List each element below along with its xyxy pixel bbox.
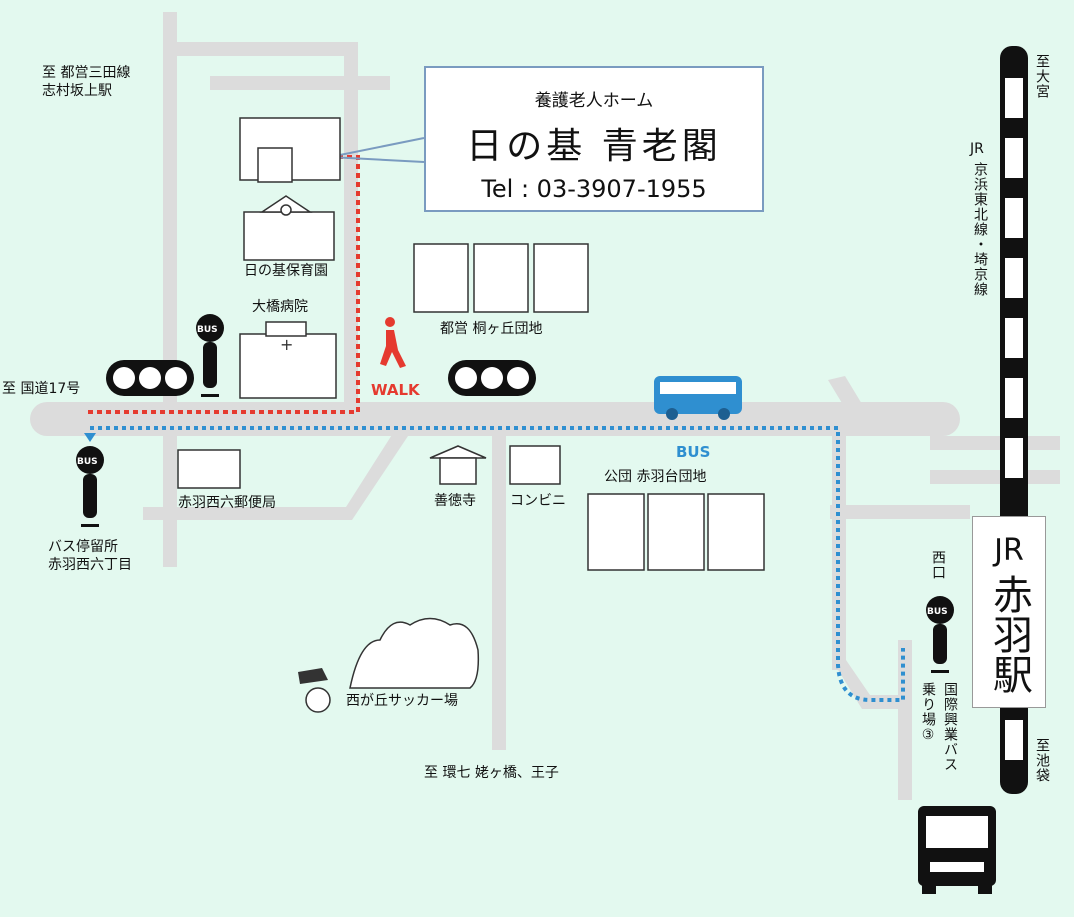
label-walk: WALK bbox=[371, 381, 420, 399]
walking-person-icon bbox=[380, 317, 406, 368]
road-rail-cross-b bbox=[930, 470, 1060, 484]
nursery-building-icon bbox=[243, 195, 335, 261]
label-route17: 至 国道17号 bbox=[2, 381, 81, 397]
label-kirigaoka: 都営 桐ヶ丘団地 bbox=[440, 321, 543, 337]
road-diagonal-ne bbox=[828, 376, 868, 418]
bus-arrowhead bbox=[84, 433, 96, 442]
soccer-ball-icon bbox=[298, 668, 331, 713]
label-bus-stop-line1: バス停留所 bbox=[48, 539, 118, 555]
bus-sign-station-text: BUS bbox=[927, 607, 948, 617]
road-top-right bbox=[210, 76, 390, 90]
walk-route bbox=[88, 155, 360, 414]
post-office-building-icon bbox=[177, 449, 241, 489]
station-line: JR bbox=[994, 533, 1024, 568]
label-bus-route: BUS bbox=[676, 443, 711, 461]
blue-bus-icon bbox=[654, 376, 742, 420]
road-east-curve bbox=[832, 660, 910, 709]
road-south-vertical bbox=[492, 420, 506, 750]
label-hospital: 大橋病院 bbox=[252, 299, 308, 315]
traffic-light-east-icon bbox=[448, 360, 536, 396]
callout-pointer bbox=[329, 137, 425, 158]
label-omiya: 至大宮 bbox=[1034, 54, 1050, 99]
label-ikebukuro: 至池袋 bbox=[1034, 738, 1050, 783]
temple-icon bbox=[429, 445, 487, 485]
label-kannana: 至 環七 姥ヶ橋、王子 bbox=[424, 765, 559, 781]
road-rail-cross-a bbox=[930, 436, 1060, 450]
label-convenience: コンビニ bbox=[510, 493, 566, 509]
callout-pointer-2 bbox=[329, 156, 425, 163]
road-diagonal-post bbox=[143, 430, 412, 520]
kirigaoka-apartments-icon bbox=[413, 243, 589, 313]
bus-route bbox=[90, 426, 905, 702]
convenience-store-icon bbox=[509, 445, 561, 485]
label-post-office: 赤羽西六郵便局 bbox=[178, 495, 276, 511]
bus-sign-north-text: BUS bbox=[197, 325, 218, 335]
bus-stop-sign-south-icon bbox=[76, 446, 104, 527]
akabanedai-apartments-icon bbox=[587, 493, 765, 571]
label-bus-stop-line2: 赤羽西六丁目 bbox=[48, 557, 132, 573]
svg-text:+: + bbox=[280, 335, 293, 354]
hospital-building-icon: + bbox=[239, 321, 337, 399]
label-temple: 善徳寺 bbox=[434, 493, 476, 509]
road-top-horizontal bbox=[163, 42, 348, 56]
station-name: 赤羽駅 bbox=[986, 574, 1032, 694]
label-kokusai-bus: 国際興業バス bbox=[942, 682, 958, 772]
label-nursery: 日の基保育園 bbox=[244, 263, 328, 279]
kokusai-bus-icon bbox=[918, 806, 996, 894]
road-east-lower bbox=[830, 505, 970, 519]
road-center-vertical bbox=[344, 42, 358, 412]
label-soccer-field: 西が丘サッカー場 bbox=[346, 693, 458, 709]
bus-sign-south-text: BUS bbox=[77, 457, 98, 467]
traffic-light-west-icon bbox=[106, 360, 194, 396]
callout-telephone[interactable]: Tel : 03-3907-1955 bbox=[481, 175, 707, 203]
label-akabanedai: 公団 赤羽台団地 bbox=[604, 469, 707, 485]
soccer-field-trees-icon bbox=[349, 617, 480, 689]
bus-stop-sign-station-icon bbox=[926, 596, 954, 673]
seirokaku-building-icon bbox=[239, 117, 341, 183]
seirokaku-callout: 養護老人ホーム 日の基 青老閣 Tel : 03-3907-1955 bbox=[424, 66, 764, 212]
road-east-vertical bbox=[832, 430, 846, 670]
callout-subtitle: 養護老人ホーム bbox=[534, 91, 654, 111]
label-mita-line: 至 都営三田線 bbox=[42, 65, 131, 81]
label-west-exit: 西口 bbox=[930, 550, 946, 580]
label-keihin-saikyo: 京浜東北線・埼京線 bbox=[972, 162, 988, 297]
roads bbox=[30, 12, 1060, 800]
label-noriba: 乗り場③ bbox=[920, 682, 936, 744]
akabane-station-box[interactable]: JR 赤羽駅 bbox=[972, 516, 1046, 708]
callout-facility-name: 日の基 青老閣 bbox=[466, 126, 722, 167]
label-shimura-station: 志村坂上駅 bbox=[42, 83, 112, 99]
bus-stop-sign-north-icon bbox=[196, 314, 224, 397]
label-jr-line: JR bbox=[970, 141, 984, 157]
road-left-vertical bbox=[163, 12, 177, 567]
